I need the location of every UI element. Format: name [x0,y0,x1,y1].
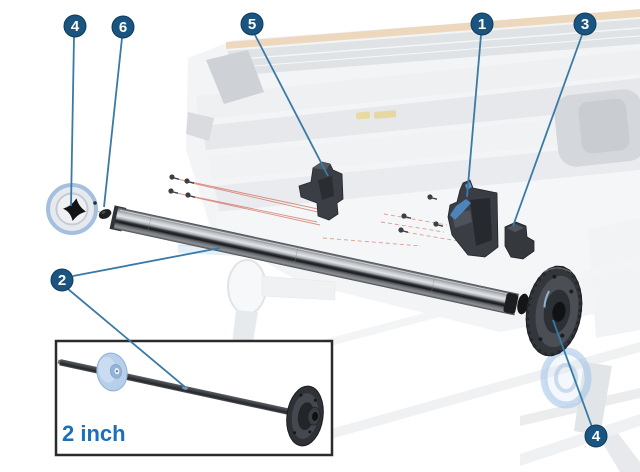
callout-2-leader-line [72,247,221,277]
ghost-blue-media-stop [540,347,592,409]
blue-lock-lever [449,198,472,221]
hub-blue-glint [543,290,550,308]
screw [401,213,412,219]
screw [427,194,438,200]
callout-6-bubble [111,15,135,39]
callout-4-right: 4 [584,424,608,448]
ghost-roll-cover [554,89,640,167]
leader-target-glint [182,386,188,390]
inset-2inch-box: 2 inch [54,339,334,457]
callout-2: 2 [50,268,74,292]
callout-3: 3 [573,12,597,36]
callout-2-leader-line [67,288,186,388]
callout-4-right-leader-line [552,319,593,428]
disc-star-hole [63,198,86,221]
callout-4-right-bubble [584,424,608,448]
callout-1: 1 [470,12,494,36]
callout-4-left: 4 [63,14,87,38]
ghost-stand-leg-left [232,310,258,348]
ghost-roll-texture [228,19,640,76]
callout-6-number: 6 [119,19,127,36]
callout-4-left-number: 4 [71,18,80,35]
callout-5: 5 [240,12,264,36]
callout-3-number: 3 [581,16,589,33]
callout-2-number: 2 [58,272,66,289]
ghost-left-mechanism [206,50,264,104]
callout-2-bubble [50,268,74,292]
ghost-spindle-hub [227,259,267,315]
inset-blue-hub [96,352,128,392]
callout-1-bubble [470,12,494,36]
ghost-yellow-label [355,111,371,120]
ghost-media-strip [226,9,640,49]
callout-1-leader-line [466,34,482,198]
screw [185,192,196,198]
callout-4-right-number: 4 [592,428,601,445]
spindle-right-cap [503,292,519,314]
ghost-stand-leg-right [574,362,612,436]
screw [184,178,195,184]
callout-6: 6 [111,15,135,39]
callout-5-leader-line [254,34,329,177]
screw [398,227,409,233]
inset-end-flange [286,385,324,447]
callout-4-left-leader-line [70,36,75,207]
screw [168,188,179,194]
callout-3-bubble [573,12,597,36]
mounting-screws [168,174,444,233]
callout-layer: 1 2 3 4 4 5 6 [50,12,608,448]
callout-1-number: 1 [478,16,486,33]
spindle-mount-bracket-left [298,161,344,221]
spindle-latch-bracket [447,179,499,258]
callout-5-bubble [240,12,264,36]
callout-3-leader-line [512,34,583,227]
callout-4-left-bubble [63,14,87,38]
screw [169,174,180,180]
inset-size-label: 2 inch [62,421,126,446]
spindle-end-cap-small [93,201,112,219]
screw [433,221,444,227]
spindle-tube [109,205,529,316]
callout-6-leader-line [103,37,123,208]
callout-5-number: 5 [248,16,256,33]
spindle-hub-flange [525,265,583,357]
spindle-mount-bracket-right [504,221,535,260]
